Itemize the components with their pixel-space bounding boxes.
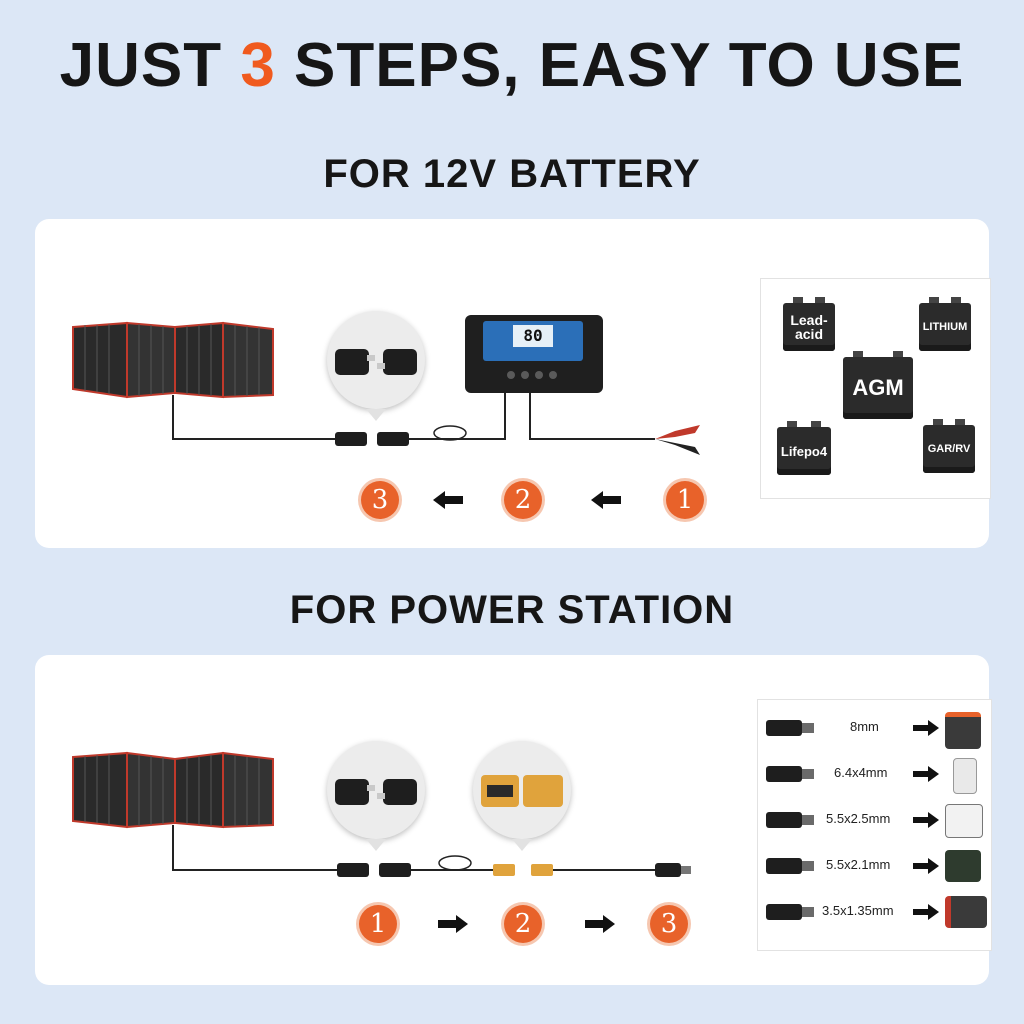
connector-size-label: 3.5x1.35mm <box>822 903 894 918</box>
arrow-left-icon <box>433 491 463 509</box>
sae-connector-icon <box>337 863 411 877</box>
headline-after: STEPS, EASY TO USE <box>275 31 965 100</box>
sae-connector-zoom-icon <box>335 779 417 805</box>
controller-screen: 80 <box>483 321 583 361</box>
connector-row: 3.5x1.35mm <box>758 894 991 930</box>
power-station-icon <box>945 850 981 882</box>
dc-plug-icon <box>766 720 802 736</box>
power-station-icon <box>945 712 981 749</box>
connector-row: 8mm <box>758 710 991 749</box>
dc-plug-icon <box>766 766 802 782</box>
step-badge-3: 3 <box>361 481 399 519</box>
dc-plug-icon <box>766 904 802 920</box>
solar-panel-icon <box>72 321 274 399</box>
step-badge-3: 3 <box>650 905 688 943</box>
power-section-title: FOR POWER STATION <box>289 588 735 632</box>
xt60-connector-zoom <box>473 741 571 839</box>
sae-connector-icon <box>335 432 409 446</box>
arrow-right-icon <box>913 904 939 920</box>
connector-size-label: 5.5x2.5mm <box>826 811 891 826</box>
dc-plug-icon <box>766 812 802 828</box>
battery-lead-acid: Lead- acid <box>783 297 835 351</box>
battery-types-box: Lead- acid LITHIUM AGM Lifepo4 GAR/RV <box>760 278 991 499</box>
sae-connector-zoom-icon <box>335 349 417 375</box>
battery-lifepo4: Lifepo4 <box>777 421 831 475</box>
controller-display: 80 <box>513 325 553 347</box>
power-station-icon <box>945 896 987 928</box>
battery-section-title: FOR 12V BATTERY <box>323 152 701 196</box>
battery-gar-rv: GAR/RV <box>923 419 975 473</box>
charge-controller-icon: 80 <box>465 315 603 393</box>
dc-plug-icon <box>766 858 802 874</box>
headline-before: JUST <box>59 31 241 100</box>
arrow-right-icon <box>913 858 939 874</box>
arrow-right-icon <box>913 766 939 782</box>
headline-accent: 3 <box>240 31 276 100</box>
battery-agm: AGM <box>843 351 913 419</box>
arrow-right-icon <box>438 915 468 933</box>
battery-lithium: LITHIUM <box>919 297 971 351</box>
connector-size-label: 6.4x4mm <box>834 765 888 780</box>
battery-panel: 80 3 2 1 Lead- acid LITHIUM AGM Lifepo4 … <box>35 219 991 548</box>
sae-connector-zoom <box>327 741 425 839</box>
power-station-icon <box>945 804 983 838</box>
battery-wiring-diagram <box>72 321 700 455</box>
arrow-left-icon <box>591 491 621 509</box>
connector-size-label: 5.5x2.1mm <box>826 857 891 872</box>
step-badge-1: 1 <box>359 905 397 943</box>
connector-row: 5.5x2.1mm <box>758 848 991 884</box>
step-badge-2: 2 <box>504 905 542 943</box>
headline: JUST 3 STEPS, EASY TO USE <box>0 30 1024 101</box>
zoom-pointer <box>366 839 386 851</box>
arrow-right-icon <box>913 812 939 828</box>
xt60-connector-icon <box>493 864 553 876</box>
power-station-icon <box>953 758 977 794</box>
power-panel: 1 2 3 8mm 6.4x4mm 5.5x2.5mm 5.5x2.1mm <box>35 655 992 985</box>
step-badge-1: 1 <box>666 481 704 519</box>
zoom-pointer <box>512 839 532 851</box>
dc-plug-icon <box>655 863 691 877</box>
connector-row: 6.4x4mm <box>758 756 991 794</box>
alligator-clip-icon <box>655 425 700 455</box>
controller-buttons <box>507 371 567 381</box>
connector-row: 5.5x2.5mm <box>758 802 991 838</box>
solar-panel-icon <box>72 751 274 829</box>
step-badge-2: 2 <box>504 481 542 519</box>
connector-size-label: 8mm <box>850 719 879 734</box>
arrow-right-icon <box>913 720 939 736</box>
connector-list-box: 8mm 6.4x4mm 5.5x2.5mm 5.5x2.1mm 3.5x1.35… <box>757 699 992 951</box>
power-wiring-diagram <box>72 751 691 877</box>
zoom-pointer <box>366 409 386 421</box>
xt60-connector-zoom-icon <box>481 775 563 807</box>
sae-connector-zoom <box>327 311 425 409</box>
arrow-right-icon <box>585 915 615 933</box>
